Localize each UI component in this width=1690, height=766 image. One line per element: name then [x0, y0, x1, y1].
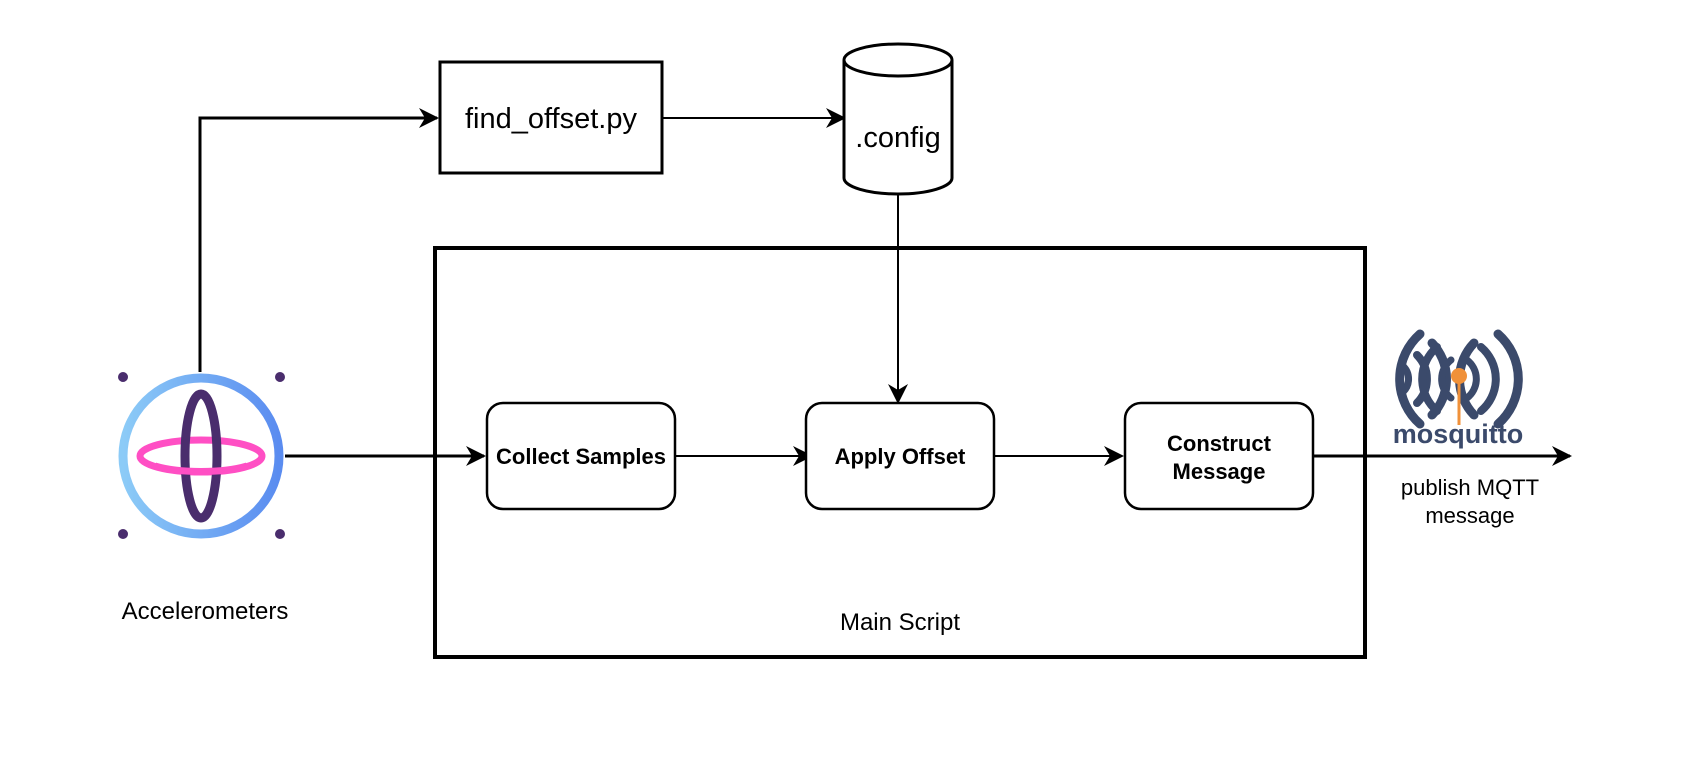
- mosquitto-logo-icon: mosquitto: [1393, 329, 1523, 449]
- construct-message-label-line1: Construct: [1167, 431, 1272, 456]
- gyroscope-corner-dot: [118, 529, 128, 539]
- main-script-container[interactable]: Main Script: [433, 246, 1367, 659]
- config-label: .config: [855, 122, 940, 154]
- publish-label-line2: message: [1425, 503, 1514, 528]
- apply-offset-label: Apply Offset: [835, 444, 966, 469]
- config-node[interactable]: .config: [842, 42, 954, 196]
- publish-label-line1: publish MQTT: [1401, 475, 1539, 500]
- gyroscope-corner-dot: [275, 529, 285, 539]
- find-offset-label: find_offset.py: [465, 103, 637, 135]
- construct-message-label-line2: Message: [1173, 459, 1266, 484]
- edge-accel-to-find-offset: [198, 108, 439, 372]
- gyroscope-corner-dot: [275, 372, 285, 382]
- apply-offset-node[interactable]: Apply Offset: [804, 401, 996, 511]
- main-script-label: Main Script: [840, 609, 960, 636]
- find-offset-node[interactable]: find_offset.py: [438, 60, 664, 175]
- collect-samples-label: Collect Samples: [496, 444, 666, 469]
- gyroscope-corner-dot: [118, 372, 128, 382]
- gyroscope-icon: [118, 372, 285, 539]
- mosquitto-logo-text: mosquitto: [1393, 419, 1523, 449]
- accelerometers-label: Accelerometers: [122, 598, 289, 625]
- connectors: [198, 108, 1572, 466]
- construct-message-node[interactable]: Construct Message: [1123, 401, 1315, 511]
- collect-samples-node[interactable]: Collect Samples: [485, 401, 677, 511]
